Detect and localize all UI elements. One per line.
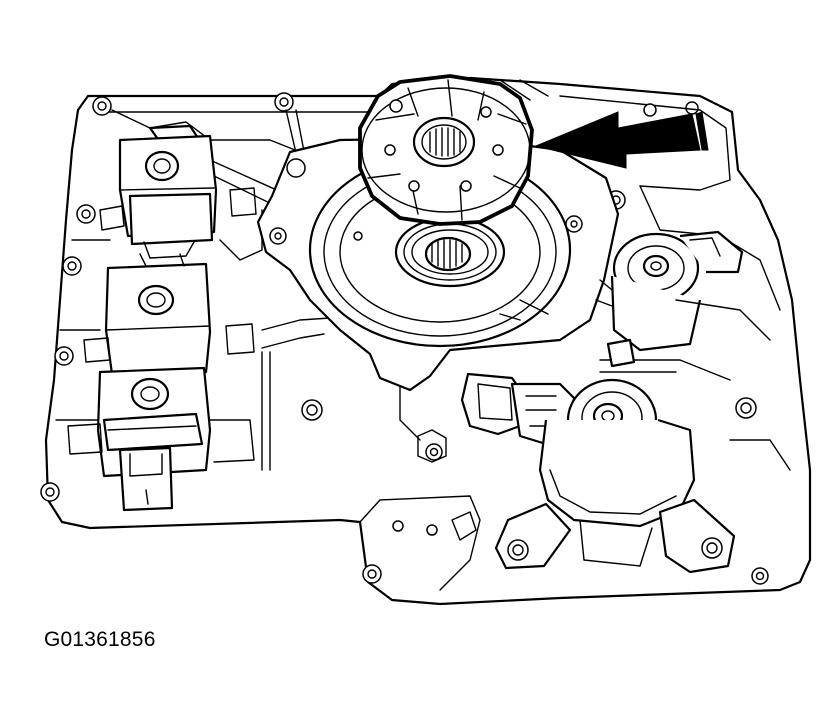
solenoid-lower-right (460, 372, 736, 574)
solenoid-upper-left (99, 124, 257, 259)
figure-id-label: G01361856 (44, 628, 156, 651)
pointer-arrow (534, 111, 709, 169)
solenoid-lower-left (67, 366, 255, 512)
highlighted-sleeve-assembly (358, 74, 534, 226)
sensor-right-upper (595, 230, 744, 368)
solenoid-middle-left (83, 253, 255, 376)
valve-body-diagram (40, 74, 812, 606)
